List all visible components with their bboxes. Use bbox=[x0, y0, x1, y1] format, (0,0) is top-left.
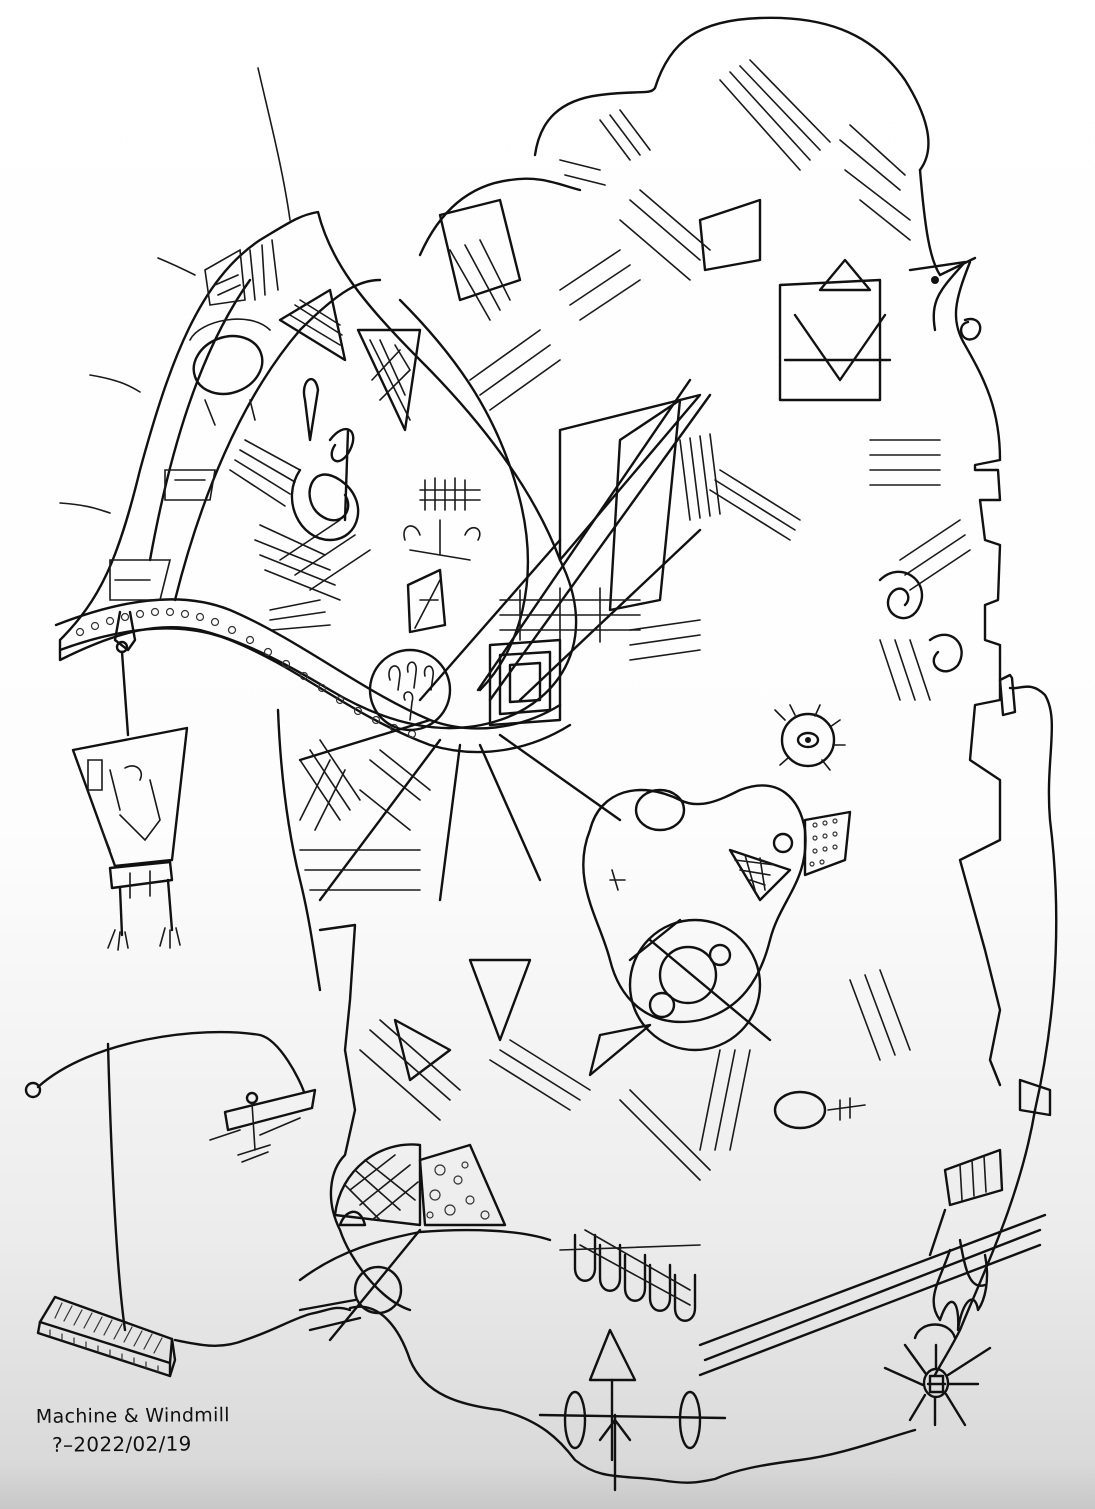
circle-gears bbox=[582, 784, 807, 1052]
hatched-block bbox=[36, 1295, 352, 1378]
lower-structure bbox=[298, 958, 1052, 1492]
wing-machine bbox=[54, 67, 578, 754]
artwork-caption: Machine & Windmill ?–2022/02/19 bbox=[36, 1401, 230, 1459]
pendulum-arc bbox=[24, 1030, 317, 1332]
ground-outline bbox=[348, 685, 1058, 1484]
dotted-panel bbox=[803, 810, 852, 877]
hatching-top bbox=[449, 59, 911, 411]
central-mass bbox=[276, 16, 1002, 1312]
caption-title: Machine & Windmill bbox=[35, 1404, 230, 1428]
sun-symbol bbox=[883, 1323, 992, 1427]
wire-right bbox=[998, 673, 1017, 717]
caption-date: ?–2022/02/19 bbox=[52, 1431, 192, 1457]
hatching-middle bbox=[299, 433, 971, 891]
u-shapes bbox=[573, 1233, 697, 1322]
hanging-lantern bbox=[71, 610, 189, 951]
dotted-band-beads bbox=[75, 607, 417, 739]
